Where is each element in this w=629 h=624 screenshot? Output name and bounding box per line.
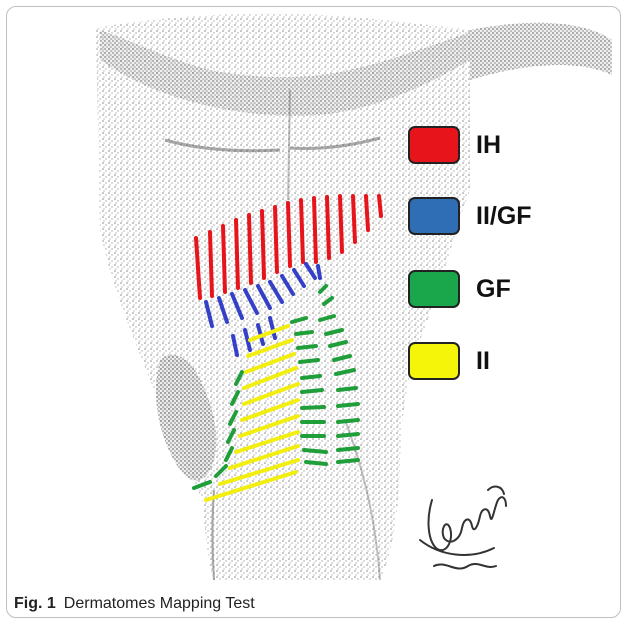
legend-label-ii-gf: II/GF [476,201,532,231]
legend-label-ii: II [476,346,490,376]
legend-swatch-ih [408,126,460,164]
legend-label-gf: GF [476,274,511,304]
figure-label: Fig. 1 [14,595,56,612]
signature-scrawl [420,487,506,569]
figure-caption-text: Dermatomes Mapping Test [64,595,255,612]
body-silhouette [96,14,612,580]
figure-caption: Fig. 1 Dermatomes Mapping Test [14,593,255,615]
legend-swatch-ii-gf [408,197,460,235]
anatomy-illustration [0,0,629,595]
legend-label-ih: IH [476,130,501,160]
legend-swatch-gf [408,270,460,308]
legend-swatch-ii [408,342,460,380]
